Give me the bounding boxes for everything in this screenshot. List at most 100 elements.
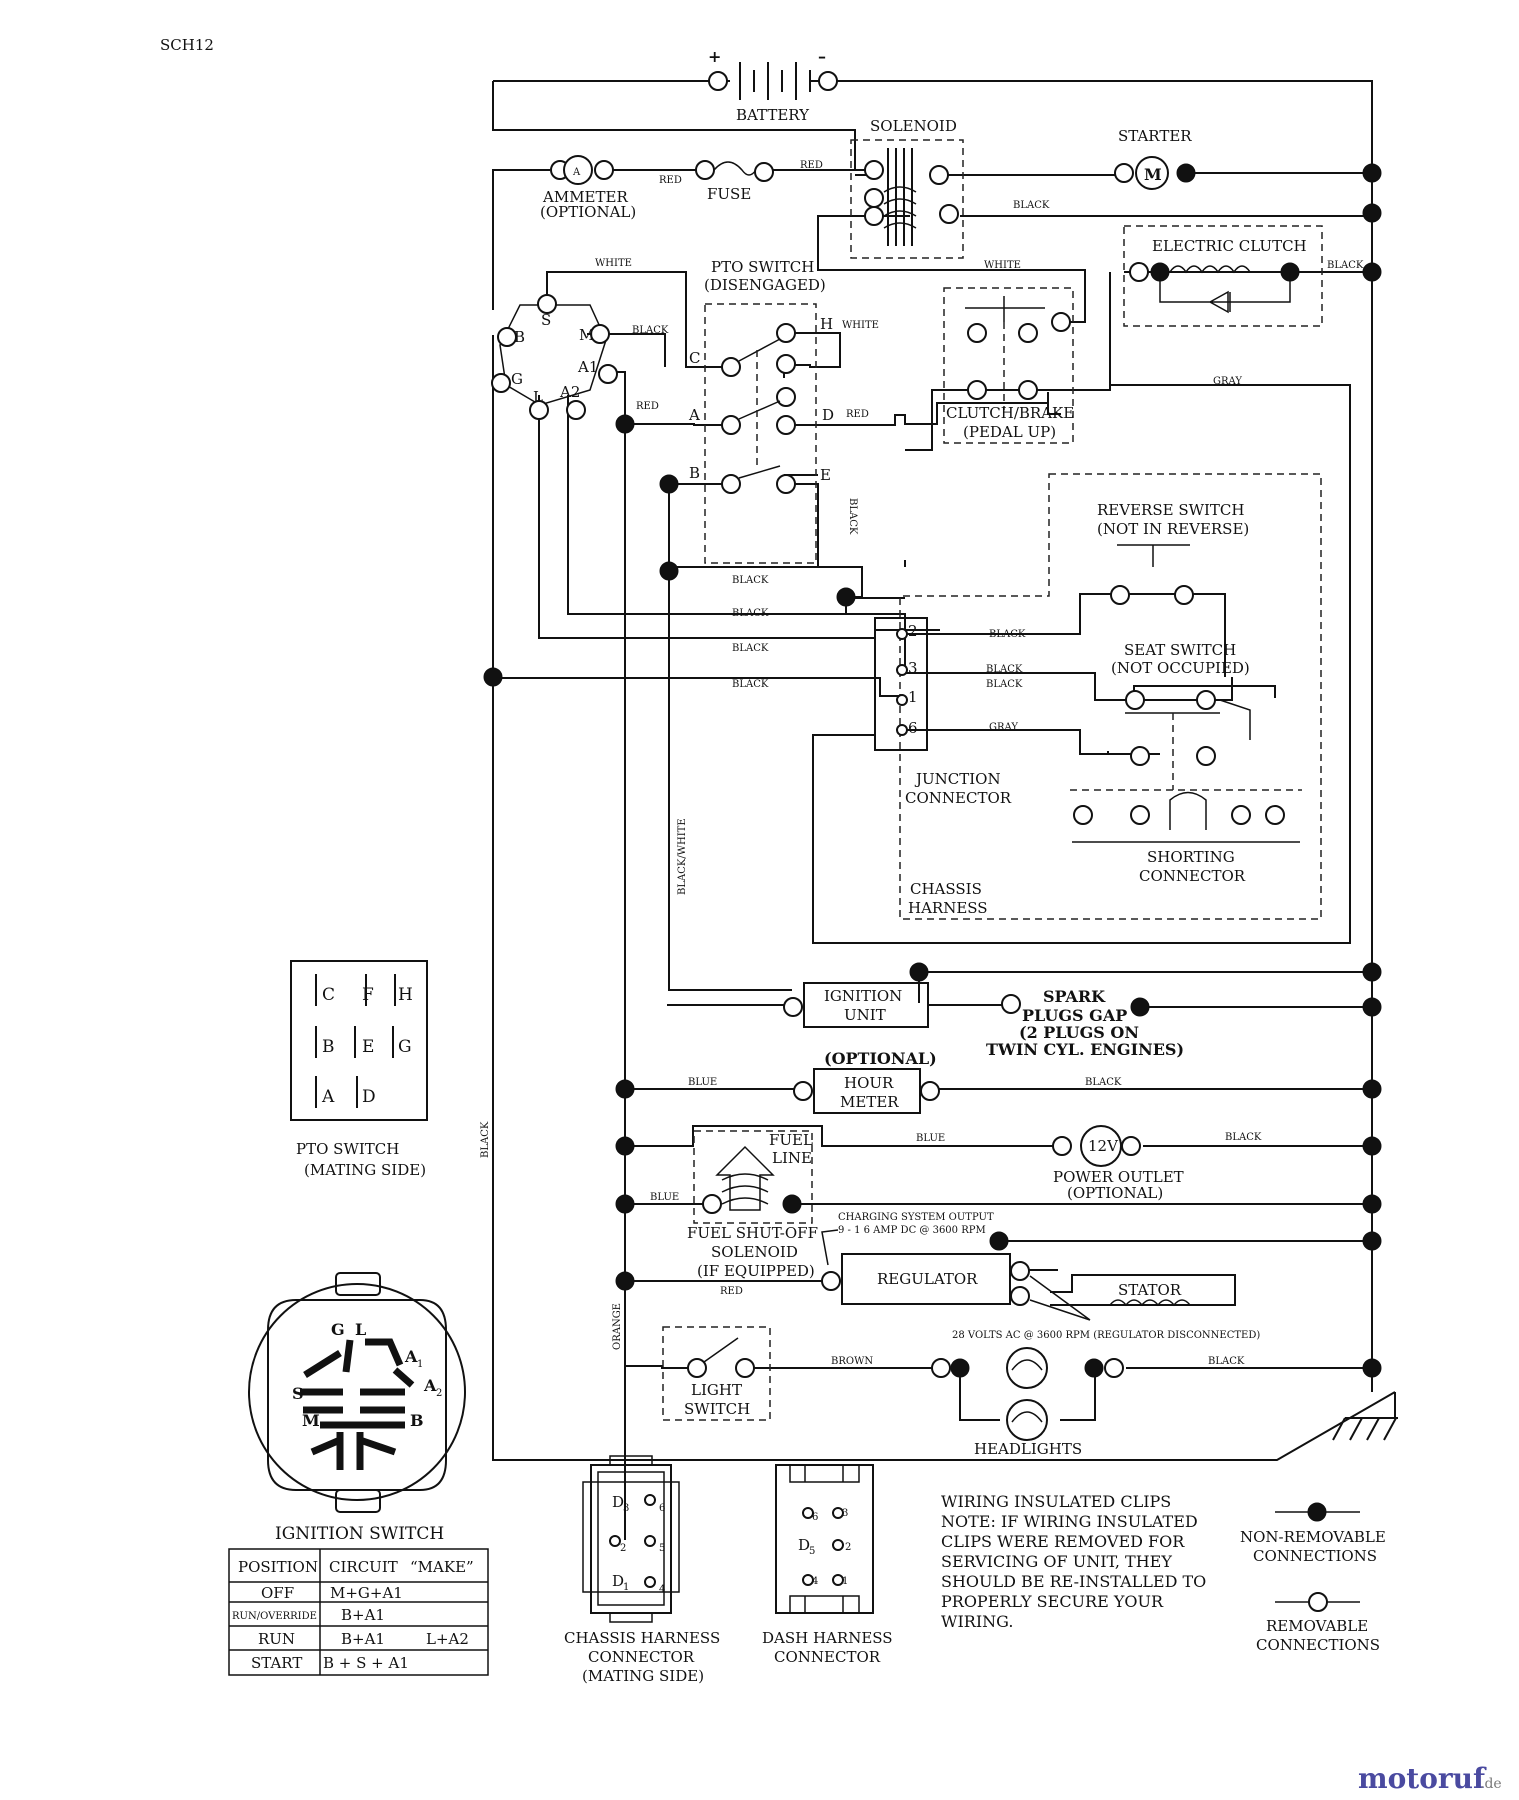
stator-label: STATOR	[1118, 1281, 1182, 1299]
spark-label-1: SPARK	[1043, 987, 1106, 1006]
wire-gray-2: GRAY	[989, 722, 1018, 733]
fuse: FUSE	[695, 160, 774, 203]
chassis-connector-title-2: CONNECTOR	[588, 1648, 695, 1666]
wire-black-8: BLACK	[732, 679, 769, 690]
charging-output-label-1: CHARGING SYSTEM OUTPUT	[838, 1212, 994, 1223]
wire-black-2: BLACK	[632, 325, 669, 336]
ign-term-a1: A1	[577, 358, 598, 376]
note-line-1: NOTE: IF WIRING INSULATED	[941, 1512, 1198, 1531]
fuel-shutoff-label-1: FUEL SHUT-OFF	[687, 1224, 818, 1242]
wire-black-12: BLACK	[1085, 1077, 1122, 1088]
pto-mating-g: G	[398, 1037, 412, 1057]
electric-clutch: ELECTRIC CLUTCH	[1129, 237, 1307, 314]
wire-black-6: BLACK	[732, 608, 769, 619]
wire-black-4: BLACK	[847, 498, 858, 535]
watermark-brand: motoruf	[1358, 1762, 1487, 1795]
chassis-connector-title-3: (MATING SIDE)	[582, 1667, 704, 1685]
pto-term-h: H	[820, 315, 833, 333]
dash-pin-3: 3	[842, 1508, 848, 1519]
wire-gray-1: GRAY	[1213, 376, 1242, 387]
chassis-pin-d3-sub: 3	[623, 1503, 629, 1514]
shorting-connector-label: CONNECTOR	[1139, 867, 1246, 885]
power-outlet-label: POWER OUTLET	[1053, 1168, 1184, 1186]
pto-mating-e: E	[362, 1037, 374, 1057]
table-header-circuit: CIRCUIT	[329, 1558, 398, 1576]
clutch-brake-label: CLUTCH/BRAKE	[946, 404, 1074, 422]
light-switch-label-2: SWITCH	[684, 1400, 750, 1418]
ammeter: A AMMETER (OPTIONAL)	[540, 155, 636, 221]
dash-pin-2: 2	[845, 1542, 851, 1553]
wire-white-2: WHITE	[984, 260, 1021, 271]
wire-black-14: BLACK	[1208, 1356, 1245, 1367]
fuel-shutoff-solenoid: FUEL LINE FUEL SHUT-OFF SOLENOID (IF EQU…	[687, 1131, 818, 1280]
wire-red-4: RED	[846, 409, 869, 420]
ign-term-a2: A2	[559, 383, 580, 401]
junction-label: JUNCTION	[914, 770, 1001, 788]
wire-black-5: BLACK	[732, 575, 769, 586]
ign-term-g: G	[511, 370, 523, 388]
wire-blue-3: BLUE	[650, 1192, 679, 1203]
junction-pin-6: 6	[908, 719, 918, 737]
wire-blue-1: BLUE	[688, 1077, 717, 1088]
shorting-label: SHORTING	[1147, 848, 1235, 866]
hour-meter-label-1: HOUR	[844, 1074, 894, 1092]
ign-switch-term-m: M	[302, 1411, 320, 1430]
ign-switch-term-a1-sub: 1	[417, 1359, 423, 1370]
page-code: SCH12	[160, 36, 214, 54]
wire-black-11: BLACK	[986, 679, 1023, 690]
spark-label-4: TWIN CYL. ENGINES)	[986, 1040, 1184, 1059]
note-heading: WIRING INSULATED CLIPS	[941, 1492, 1171, 1511]
pto-term-d: D	[822, 406, 834, 424]
table-row-start-circuit: B + S + A1	[323, 1654, 409, 1672]
pto-switch-state: (DISENGAGED)	[704, 276, 826, 294]
ignition-switch-diagram: G L A 1 A 2 S M B IGNITION SWITCH	[248, 1272, 466, 1544]
chassis-pin-d3: D	[612, 1493, 624, 1511]
seat-switch-state: (NOT OCCUPIED)	[1111, 659, 1250, 677]
pto-mating-a: A	[321, 1087, 335, 1107]
clutch-brake-switch: CLUTCH/BRAKE (PEDAL UP)	[946, 296, 1074, 441]
ignition-switch-table: POSITION CIRCUIT “MAKE” OFF M+G+A1 RUN/O…	[228, 1548, 489, 1676]
seat-switch: SEAT SWITCH (NOT OCCUPIED)	[1111, 641, 1251, 790]
legend-non-removable-2: CONNECTIONS	[1253, 1547, 1377, 1565]
dash-connector-title-2: CONNECTOR	[774, 1648, 881, 1666]
note-line-4: SHOULD BE RE-INSTALLED TO	[941, 1572, 1206, 1591]
watermark-tld: .de	[1480, 1776, 1502, 1792]
pto-mating-diagram: C F H B E G A D PTO SWITCH (MATING SIDE)	[290, 960, 428, 1179]
ignition-switch-terminals: S B M A1 G L A2	[491, 294, 618, 420]
note-line-6: WIRING.	[941, 1612, 1013, 1631]
reverse-switch-state: (NOT IN REVERSE)	[1097, 520, 1249, 538]
ign-term-l: L	[533, 388, 543, 406]
watermark-logo: motoruf .de	[1358, 1762, 1502, 1795]
pto-mating-f: F	[362, 985, 374, 1005]
table-header-position: POSITION	[238, 1558, 318, 1576]
table-header-make: “MAKE”	[410, 1558, 474, 1576]
ign-switch-term-a1: A	[404, 1347, 418, 1366]
legend-non-removable-1: NON-REMOVABLE	[1240, 1528, 1386, 1546]
ammeter-symbol: A	[572, 167, 581, 178]
table-row-off-circuit: M+G+A1	[330, 1584, 403, 1602]
table-row-run-position: RUN	[258, 1630, 295, 1648]
dash-pin-1: 1	[842, 1576, 848, 1587]
note-line-5: PROPERLY SECURE YOUR	[941, 1592, 1164, 1611]
wire-orange: ORANGE	[612, 1303, 623, 1350]
power-outlet-symbol: 12V	[1088, 1137, 1119, 1155]
chassis-pin-2: 2	[620, 1543, 626, 1554]
chassis-pin-d1: D	[612, 1572, 624, 1590]
reverse-switch: REVERSE SWITCH (NOT IN REVERSE)	[1097, 501, 1249, 605]
charging-output-label-2: 9 - 1 6 AMP DC @ 3600 RPM	[838, 1225, 986, 1236]
battery: + – BATTERY	[708, 47, 838, 124]
wire-black-white: BLACK/WHITE	[677, 818, 688, 895]
spark-plugs: SPARK PLUGS GAP (2 PLUGS ON TWIN CYL. EN…	[986, 987, 1184, 1059]
headlights: HEADLIGHTS	[931, 1347, 1124, 1458]
pto-term-a: A	[688, 406, 700, 424]
solenoid: SOLENOID	[864, 117, 959, 246]
battery-plus-sign: +	[708, 47, 721, 66]
wire-red-3: RED	[636, 401, 659, 412]
pto-term-e: E	[820, 466, 831, 484]
ignition-unit-label-2: UNIT	[844, 1006, 886, 1024]
wire-black-3: BLACK	[1327, 260, 1364, 271]
wire-black-9: BLACK	[989, 629, 1026, 640]
note-line-3: SERVICING OF UNIT, THEY	[941, 1552, 1172, 1571]
fuse-label: FUSE	[707, 185, 751, 203]
harness-label: HARNESS	[908, 899, 988, 917]
